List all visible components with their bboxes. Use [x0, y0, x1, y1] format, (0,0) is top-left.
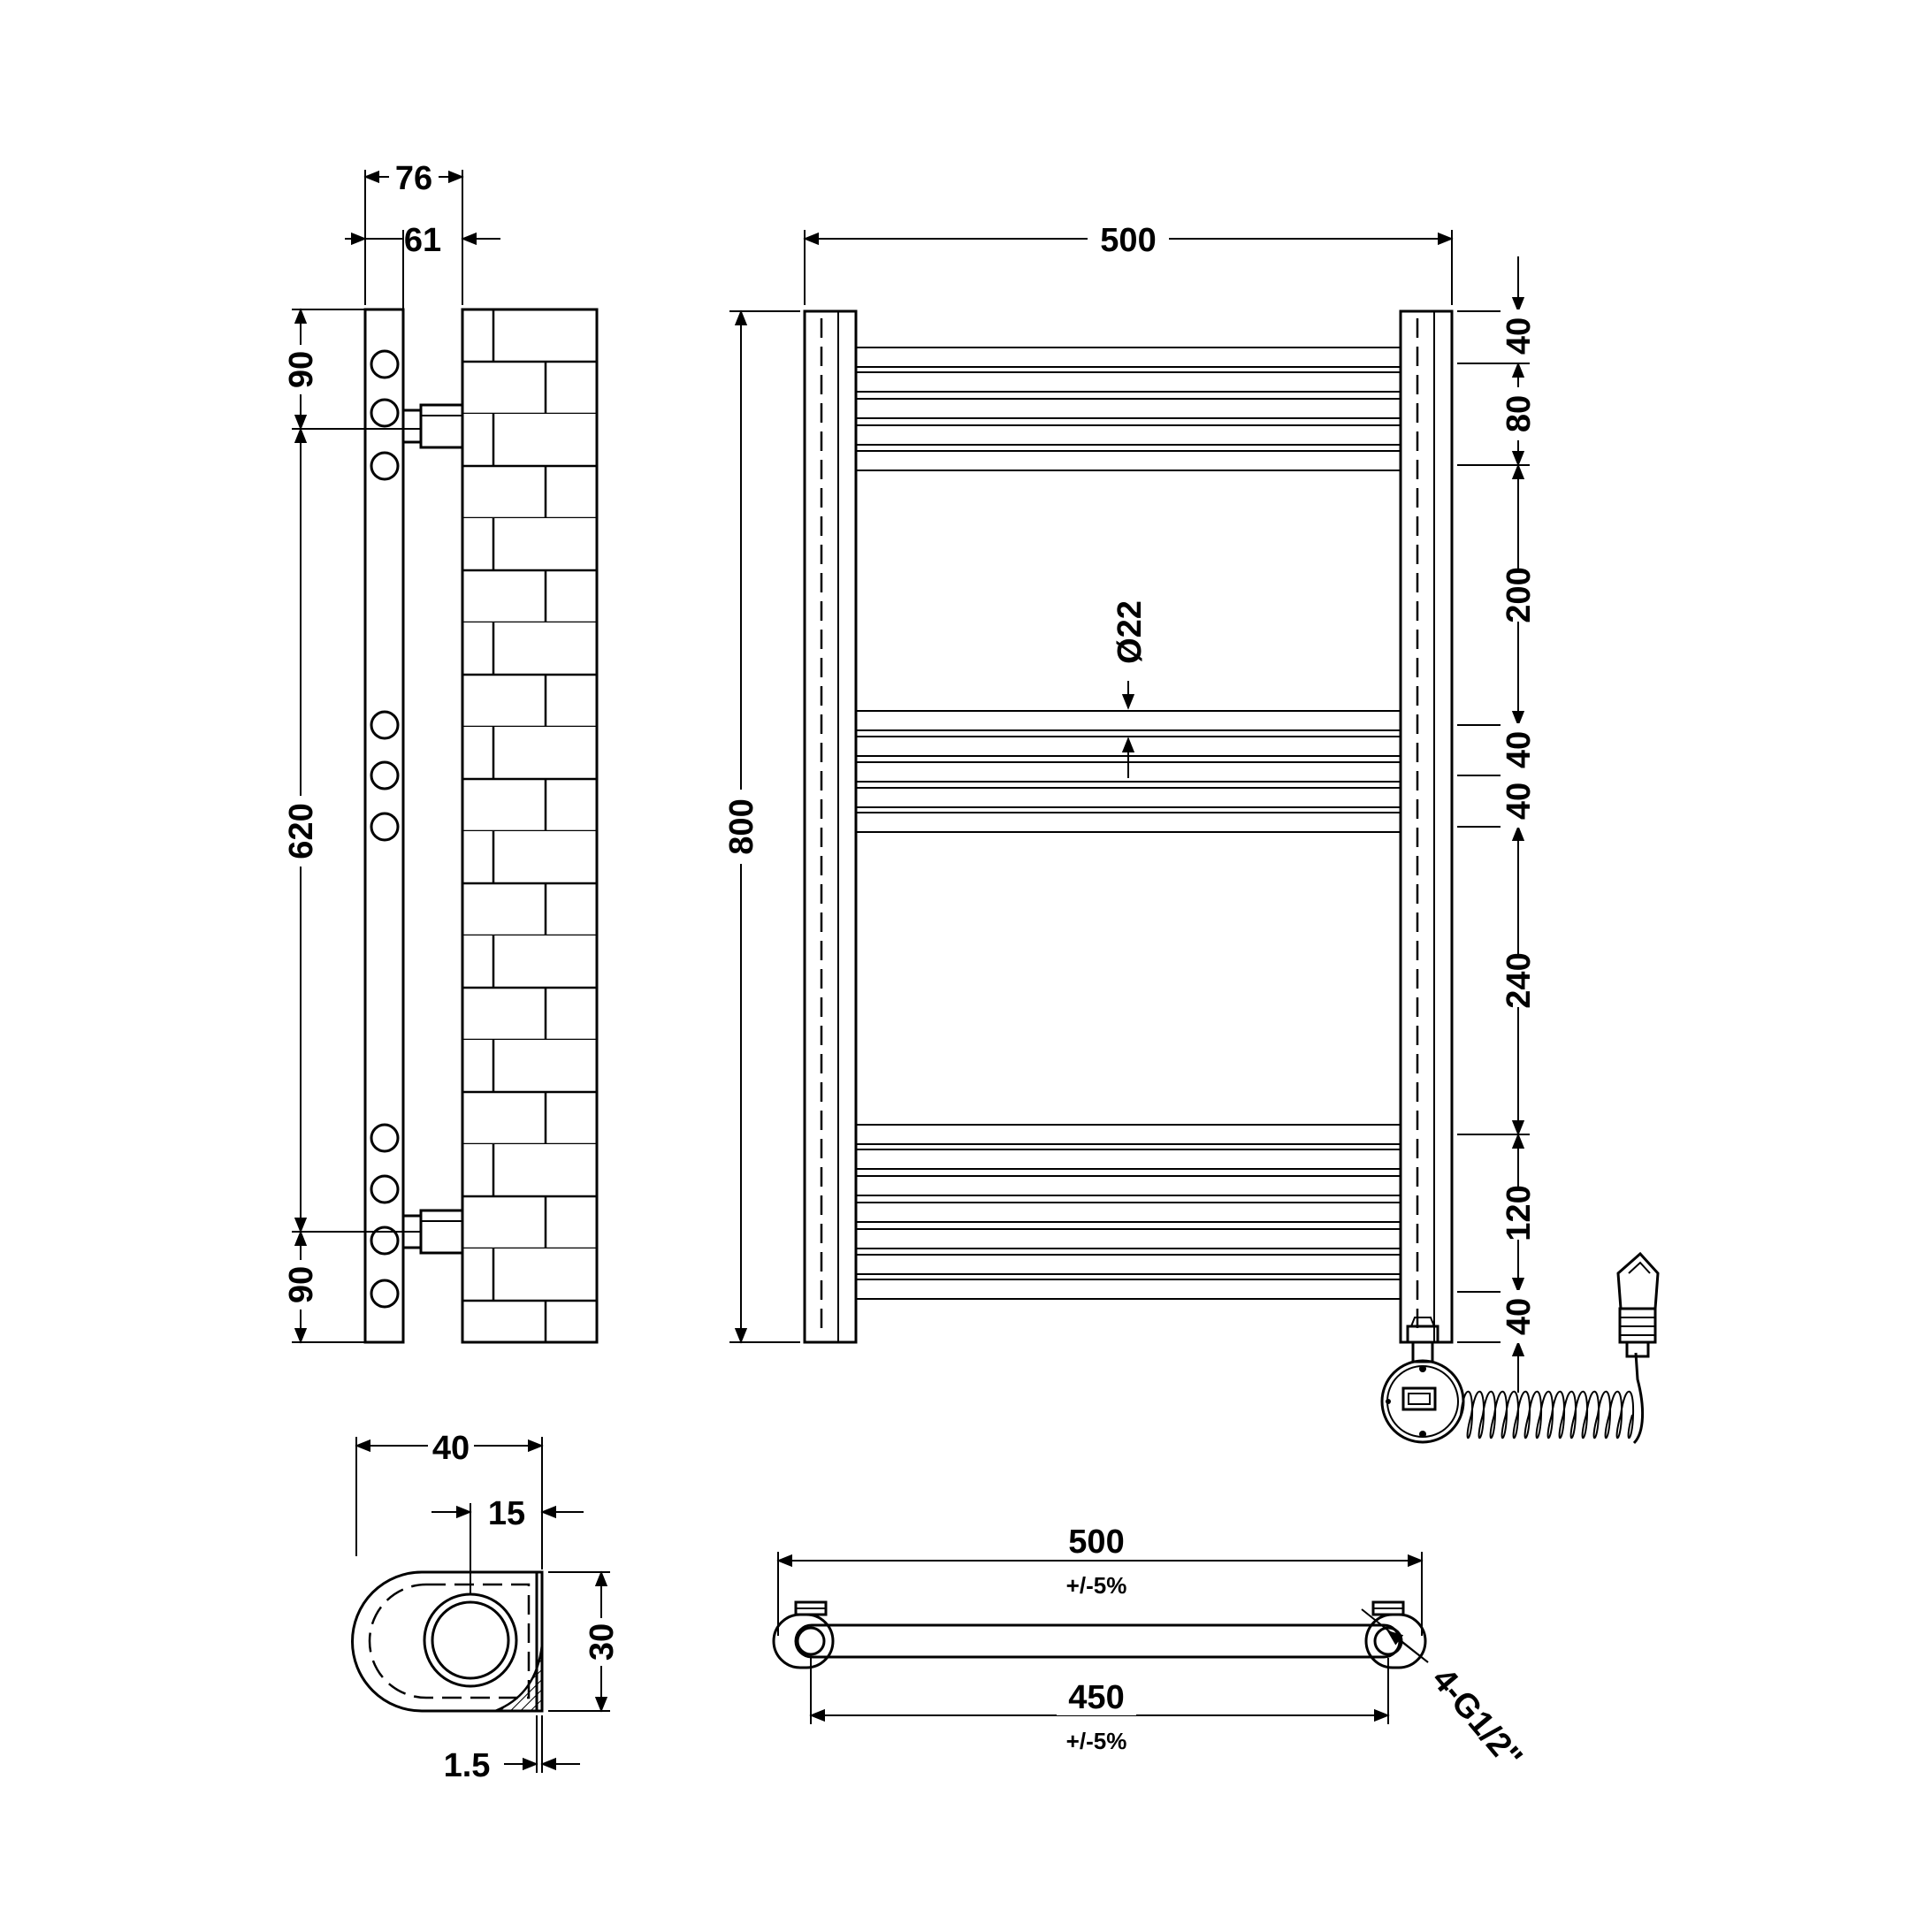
rail-tube — [855, 424, 1401, 446]
rail-holes — [370, 349, 400, 1309]
wall-bracket-top — [401, 403, 464, 449]
rail-tube — [855, 371, 1401, 393]
dim-plan-centres-tolerance: +/-5% — [1066, 1728, 1127, 1754]
dim-section-offset: 15 — [488, 1495, 525, 1532]
weld-fillet — [494, 1644, 544, 1713]
coiled-cable — [1460, 1352, 1645, 1445]
dim-section-wall: 1.5 — [444, 1747, 491, 1784]
dim-rail-spacing: 40 — [1501, 1298, 1538, 1335]
dim-rail-spacing: 40 — [1501, 317, 1538, 355]
dim-height-bottom: 90 — [283, 1266, 320, 1303]
dim-depth-total: 76 — [395, 160, 432, 197]
tube-bore — [423, 1592, 518, 1688]
dim-height-mid: 620 — [283, 803, 320, 859]
radiator-side-bar — [363, 308, 405, 1344]
rail-tube — [855, 812, 1401, 833]
dim-rail-spacing: 120 — [1501, 1185, 1538, 1241]
rail-tube — [855, 1124, 1401, 1145]
dim-plan-centres: 450 — [1068, 1679, 1124, 1716]
plan-view: 500 +/-5% 450 +/-5% 4-G1/2" — [772, 1521, 1530, 1776]
rail-tube — [855, 347, 1401, 368]
horizontal-rails — [855, 347, 1401, 1300]
rail-tube — [855, 1175, 1401, 1196]
side-view: 76 61 90 620 90 — [283, 156, 599, 1344]
rail-tube — [855, 398, 1401, 419]
brick-wall — [461, 308, 599, 1344]
dim-tube-diameter: Ø22 — [1111, 600, 1149, 664]
dim-rail-spacing: 40 — [1501, 731, 1538, 768]
rail-tube — [855, 1228, 1401, 1249]
front-view: 500 800 Ø22 40 80 200 40 40 240 120 40 — [723, 219, 1660, 1445]
plan-rail-body — [794, 1623, 1401, 1659]
dim-plan-width-tolerance: +/-5% — [1066, 1572, 1127, 1599]
rail-tube — [855, 710, 1401, 731]
dim-connections: 4-G1/2" — [1424, 1661, 1529, 1776]
dim-rail-spacing: 80 — [1501, 395, 1538, 432]
dim-rail-spacing: 40 — [1501, 783, 1538, 820]
dim-rail-spacing: 200 — [1501, 567, 1538, 622]
dim-height: 800 — [723, 798, 760, 854]
dim-depth-wall: 61 — [404, 222, 441, 259]
right-upright — [1399, 309, 1454, 1344]
dim-rail-spacing: 240 — [1501, 952, 1538, 1008]
rail-tube — [855, 1254, 1401, 1275]
rail-profile — [351, 1570, 544, 1713]
section-view: 40 15 30 1.5 — [351, 1427, 621, 1784]
dim-plan-width: 500 — [1068, 1523, 1124, 1561]
rail-tube — [855, 1202, 1401, 1223]
plug-icon — [1616, 1251, 1660, 1358]
dim-height-top: 90 — [283, 351, 320, 388]
dim-width: 500 — [1100, 222, 1156, 259]
rail-tube — [855, 787, 1401, 808]
rail-spacing-dimensions: 40 80 200 40 40 240 120 40 — [1457, 256, 1538, 1393]
rail-tube — [855, 450, 1401, 471]
rail-tube — [855, 1149, 1401, 1170]
left-upright — [803, 309, 858, 1344]
rail-tube — [855, 1279, 1401, 1300]
dim-section-width: 40 — [432, 1430, 470, 1467]
dim-section-depth: 30 — [584, 1623, 621, 1661]
plan-left-end — [772, 1613, 835, 1669]
plan-right-end — [1364, 1613, 1427, 1669]
